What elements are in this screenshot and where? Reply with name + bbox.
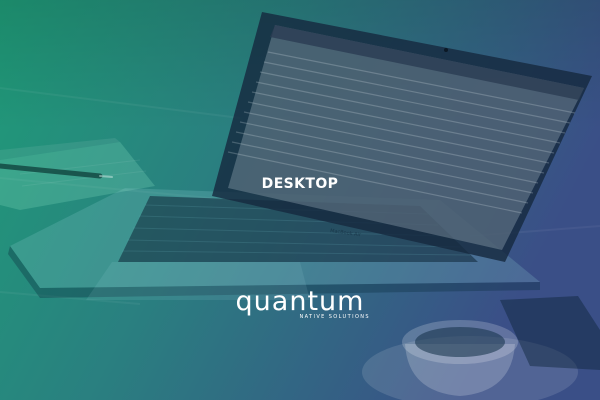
logo-tagline: NATIVE SOLUTIONS xyxy=(299,314,370,320)
coffee-cup xyxy=(362,320,578,400)
quantum-logo: quantum NATIVE SOLUTIONS xyxy=(230,286,370,323)
laptop-model-label: MacBook Air xyxy=(330,228,362,238)
pen xyxy=(0,163,113,179)
laptop-screen xyxy=(212,12,592,262)
logo-wordmark: quantum xyxy=(235,286,365,317)
headline: DESKTOP xyxy=(261,176,339,192)
